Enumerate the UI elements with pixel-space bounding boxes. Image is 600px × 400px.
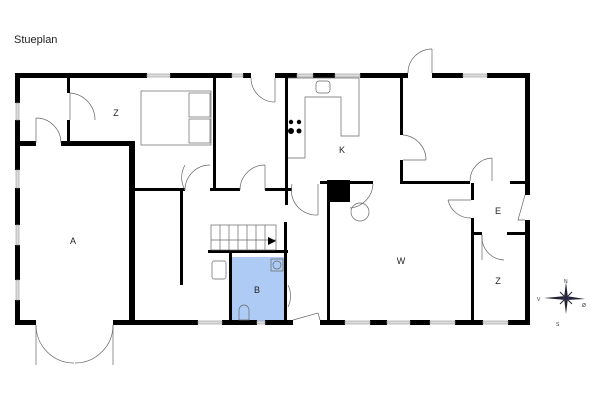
room-label-w: W — [397, 256, 406, 266]
outer-walls — [15, 73, 530, 325]
room-label-a: A — [70, 236, 76, 246]
room-label-b: B — [254, 285, 260, 295]
stove-burner — [288, 119, 294, 125]
stair-arrow-icon — [268, 237, 276, 245]
room-label-z-small: Z — [495, 276, 501, 286]
stairs — [210, 224, 277, 251]
utility-sink — [211, 260, 227, 280]
stove-round — [350, 202, 370, 222]
double-bed — [140, 90, 212, 146]
room-label-z-bedroom: Z — [113, 108, 119, 118]
windows — [15, 73, 509, 325]
compass-south: S — [556, 322, 560, 328]
room-label-k: K — [339, 145, 345, 155]
compass-north: N — [564, 279, 568, 285]
doors — [35, 48, 526, 365]
compass-rose-icon: N V Ø S — [537, 279, 586, 328]
bathroom-floor — [231, 257, 286, 321]
compass-west: V — [537, 297, 541, 303]
toilet — [238, 304, 250, 321]
kitchen-counter — [288, 77, 360, 159]
compass-east: Ø — [582, 303, 586, 309]
room-label-e: E — [495, 206, 501, 216]
interior-walls — [20, 78, 525, 320]
washbasin — [270, 258, 284, 272]
fixtures — [140, 77, 370, 321]
plan-title: Stueplan — [14, 34, 58, 46]
